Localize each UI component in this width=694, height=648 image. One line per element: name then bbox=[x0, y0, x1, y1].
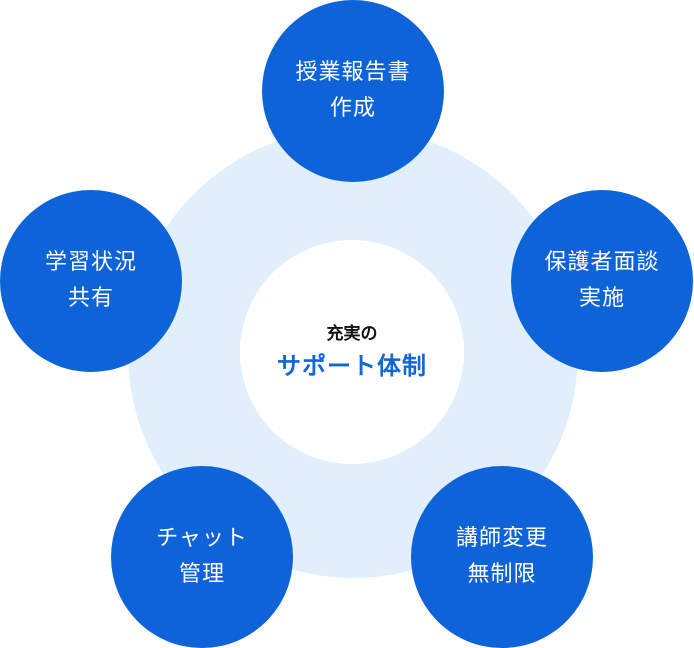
node-label-line2: 無制限 bbox=[467, 562, 537, 587]
center-circle: 充実の サポート体制 bbox=[240, 240, 464, 464]
node-label-line2: 作成 bbox=[329, 96, 376, 121]
node-label-line2: 実施 bbox=[578, 286, 625, 311]
center-title: サポート体制 bbox=[277, 352, 427, 380]
node-lesson-report: 授業報告書 作成 bbox=[262, 0, 444, 182]
node-label-line1: 講師変更 bbox=[455, 526, 548, 551]
node-label-line1: 保護者面談 bbox=[544, 250, 660, 275]
node-chat-management: チャット 管理 bbox=[111, 466, 293, 648]
node-learning-status: 学習状況 共有 bbox=[0, 190, 182, 372]
center-subtitle: 充実の bbox=[326, 324, 378, 344]
node-label-line2: 共有 bbox=[67, 286, 114, 311]
node-label-line1: チャット bbox=[156, 526, 248, 551]
node-label-line2: 管理 bbox=[178, 562, 225, 587]
node-label-line1: 学習状況 bbox=[44, 250, 137, 275]
node-tutor-change: 講師変更 無制限 bbox=[411, 466, 593, 648]
node-label-line1: 授業報告書 bbox=[295, 60, 411, 85]
node-parent-meeting: 保護者面談 実施 bbox=[511, 190, 693, 372]
